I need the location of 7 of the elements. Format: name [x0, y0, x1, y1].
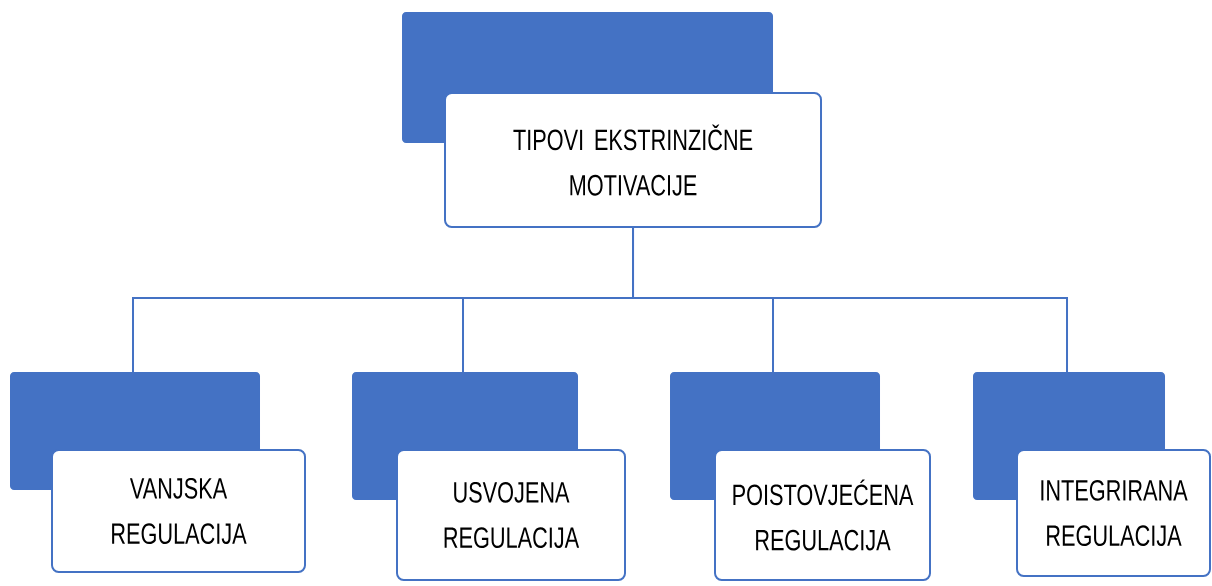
category-box: VANJSKA REGULACIJA	[10, 372, 306, 573]
category-box: USVOJENA REGULACIJA	[352, 372, 626, 581]
heading-box: TIPOVI EKSTRINZIČNE MOTIVACIJE	[402, 12, 822, 228]
category-box: INTEGRIRANA REGULACIJA	[973, 372, 1211, 577]
connector-line	[632, 227, 1068, 373]
category-box: POISTOVJEĆENA REGULACIJA	[670, 372, 931, 581]
node-label: REGULACIJA	[1047, 525, 1182, 547]
